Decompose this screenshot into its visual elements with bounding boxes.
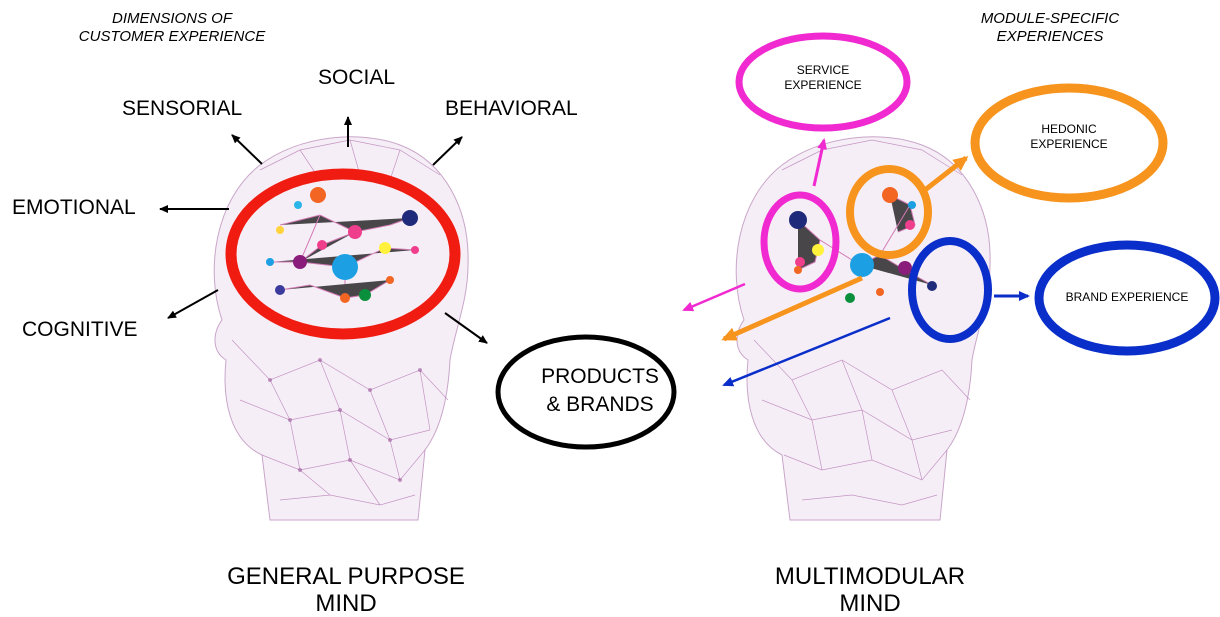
service-module-ring xyxy=(760,191,840,293)
service-experience-label: SERVICE EXPERIENCE xyxy=(773,63,873,93)
products-line2: & BRANDS xyxy=(546,393,654,416)
general-caption-line2: MIND xyxy=(315,590,377,617)
brand-experience-ellipse xyxy=(1034,240,1220,356)
service-line1: SERVICE xyxy=(796,63,850,77)
dimension-social: SOCIAL xyxy=(318,66,396,89)
hedonic-line2: EXPERIENCE xyxy=(1030,137,1108,151)
right-header-line1: MODULE-SPECIFIC xyxy=(980,10,1120,27)
multimodular-caption-line1: MULTIMODULAR xyxy=(774,563,966,590)
hedonic-module-ring xyxy=(846,165,932,259)
right-header: MODULE-SPECIFIC EXPERIENCES xyxy=(950,10,1150,46)
left-head-network-icon xyxy=(213,136,469,521)
left-header-line1: DIMENSIONS OF xyxy=(111,10,232,27)
brand-experience-label: BRAND EXPERIENCE xyxy=(1065,290,1189,304)
brand-module-ring xyxy=(908,237,992,343)
multimodular-mind-caption: MULTIMODULAR MIND xyxy=(720,563,1020,617)
general-caption-line1: GENERAL PURPOSE xyxy=(227,563,465,590)
dimension-arrows xyxy=(159,116,488,344)
hedonic-experience-label: HEDONIC EXPERIENCE xyxy=(1019,122,1119,152)
left-header: DIMENSIONS OF CUSTOMER EXPERIENCE xyxy=(62,10,282,46)
service-experience-ellipse xyxy=(735,32,911,132)
products-brands-label: PRODUCTS & BRANDS xyxy=(510,363,690,419)
dimension-emotional: EMOTIONAL xyxy=(12,196,136,219)
module-arrows xyxy=(682,138,1030,387)
hedonic-line1: HEDONIC xyxy=(1041,122,1097,136)
general-purpose-mind-caption: GENERAL PURPOSE MIND xyxy=(196,563,496,617)
hedonic-experience-ellipse xyxy=(970,83,1168,203)
general-mind-highlight-ellipse xyxy=(225,168,461,340)
dimension-cognitive: COGNITIVE xyxy=(22,318,138,341)
products-brands-ellipse xyxy=(495,334,677,450)
service-line2: EXPERIENCE xyxy=(784,78,862,92)
dimension-behavioral: BEHAVIORAL xyxy=(445,97,578,120)
multimodular-caption-line2: MIND xyxy=(839,590,901,617)
left-header-line2: CUSTOMER EXPERIENCE xyxy=(78,28,266,45)
products-line1: PRODUCTS xyxy=(541,365,659,388)
dimension-sensorial: SENSORIAL xyxy=(122,97,243,120)
right-header-line2: EXPERIENCES xyxy=(996,28,1104,45)
